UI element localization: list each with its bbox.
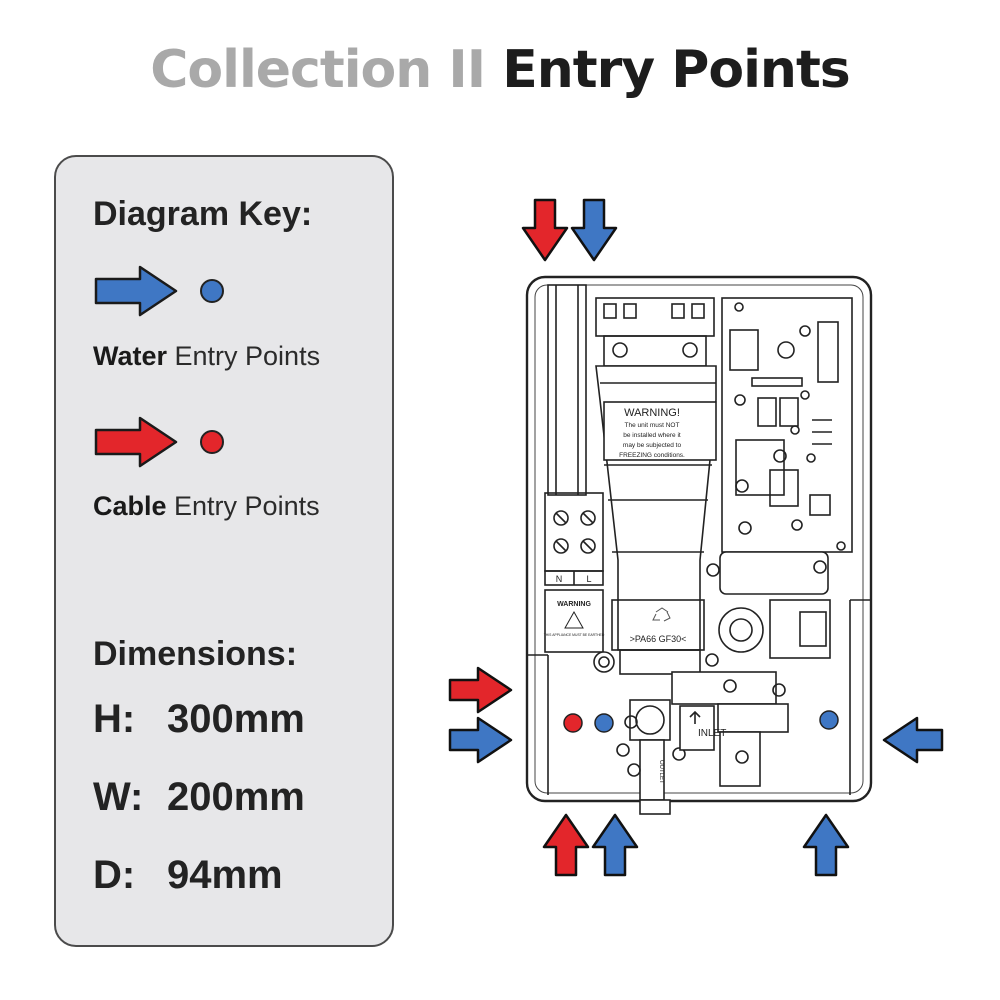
- cable-entry-label: Cable Entry Points: [93, 491, 320, 522]
- entry-dots: [563, 710, 839, 733]
- page-title: Collection II Entry Points: [0, 40, 1000, 100]
- warning-line-4: FREEZING conditions.: [619, 452, 685, 459]
- warning-line-1: The unit must NOT: [625, 422, 680, 429]
- terminal-n-label: N: [556, 574, 563, 584]
- material-label: >PA66 GF30<: [630, 634, 687, 644]
- dimension-height-value: 300mm: [167, 697, 305, 741]
- left-water-arrow-icon: [448, 716, 513, 764]
- diagram-key-panel: Diagram Key: Water Entry Points Cable En…: [54, 155, 394, 947]
- water-dot-icon: [200, 279, 224, 303]
- bottom-right-water-arrow-icon: [802, 813, 850, 877]
- circuit-board: [721, 297, 853, 553]
- water-entry-dot-right-icon: [819, 710, 839, 730]
- shower-unit-diagram: N L WARNING THIS APPLIANCE MUST BE EARTH…: [448, 198, 944, 877]
- dimension-depth-label: D:: [93, 853, 136, 897]
- dimension-width: W: 200mm: [93, 775, 305, 820]
- terminal-block: N L WARNING THIS APPLIANCE MUST BE EARTH…: [544, 492, 605, 653]
- cable-entry-label-bold: Cable: [93, 491, 167, 521]
- inlet-label: INLET: [698, 728, 726, 739]
- dimension-height: H: 300mm: [93, 697, 305, 742]
- bottom-water-arrow-icon: [591, 813, 639, 877]
- right-water-arrow-icon: [882, 716, 944, 764]
- title-entry-points: Entry Points: [502, 40, 851, 100]
- warning-title: WARNING!: [624, 407, 680, 419]
- entry-arrows: [448, 198, 944, 877]
- top-water-arrow-icon: [570, 198, 618, 262]
- cable-dot-icon: [200, 430, 224, 454]
- dimension-width-label: W:: [93, 775, 144, 819]
- water-entry-dot-icon: [594, 713, 614, 733]
- top-cable-arrow-icon: [521, 198, 569, 262]
- title-collection: Collection II: [150, 40, 486, 100]
- water-entry-label-rest: Entry Points: [167, 341, 321, 371]
- dimension-depth: D: 94mm: [93, 853, 283, 898]
- diagram-key-heading: Diagram Key:: [93, 195, 313, 233]
- heater-tank: WARNING! The unit must NOT be installed …: [595, 297, 717, 651]
- bottom-cable-arrow-icon: [542, 813, 590, 877]
- cable-arrow-icon: [94, 416, 178, 468]
- water-entry-label-bold: Water: [93, 341, 168, 371]
- water-arrow-icon: [94, 265, 178, 317]
- left-cable-arrow-icon: [448, 666, 513, 714]
- lower-valve-assembly: INLET OUTLET: [593, 551, 831, 815]
- warning-line-3: may be subjected to: [623, 442, 682, 449]
- outlet-label: OUTLET: [658, 760, 664, 784]
- cable-entry-label-rest: Entry Points: [166, 491, 320, 521]
- side-channel: [547, 284, 587, 496]
- dimension-height-label: H:: [93, 697, 136, 741]
- small-warning-note: THIS APPLIANCE MUST BE EARTHED: [544, 633, 605, 637]
- small-warning-text: WARNING: [557, 601, 591, 608]
- cable-entry-dot-icon: [563, 713, 583, 733]
- dimensions-heading: Dimensions:: [93, 635, 298, 673]
- dimension-depth-value: 94mm: [167, 853, 283, 897]
- warning-line-2: be installed where it: [623, 432, 681, 439]
- terminal-l-label: L: [586, 574, 591, 584]
- dimension-width-value: 200mm: [167, 775, 305, 819]
- water-entry-label: Water Entry Points: [93, 341, 320, 372]
